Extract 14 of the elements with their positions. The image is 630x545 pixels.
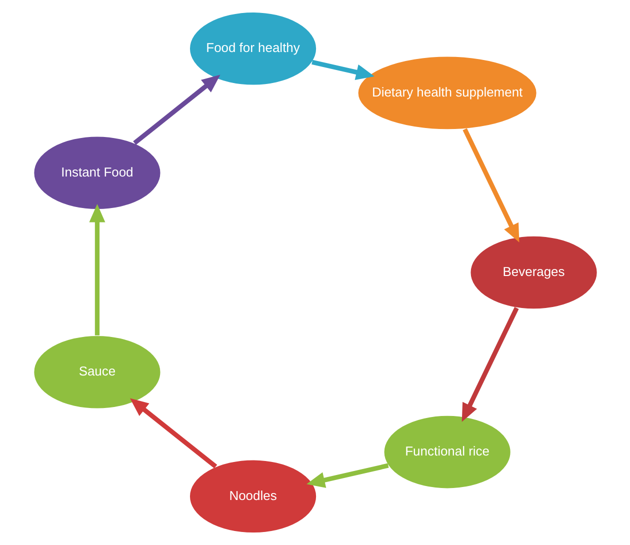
node-ellipse: Sauce [32,335,161,410]
node-ellipse: Beverages [469,235,598,310]
arrow [306,463,388,488]
arrow [88,204,105,336]
arrow [461,306,518,422]
arrow [129,398,217,468]
arrow [311,60,374,80]
arrow [462,128,519,242]
arrow [132,74,220,145]
node-ellipse: Dietary health supplement [356,56,537,130]
node-ellipse: Noodles [188,459,316,534]
node-ellipse: Functional rice [382,414,511,490]
node-ellipse: Instant Food [32,136,161,210]
node-ellipse: Food for healthy [188,12,316,86]
